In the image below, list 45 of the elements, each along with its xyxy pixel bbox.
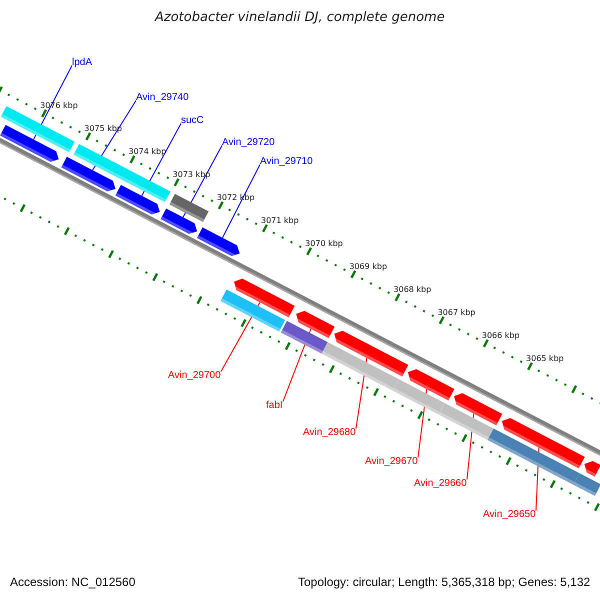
gene-feature (169, 194, 209, 222)
gene-feature (0, 124, 59, 162)
scale-label: 3071 kbp (261, 217, 299, 226)
scale-label: 3065 kbp (526, 354, 564, 364)
gene-feature (74, 144, 170, 202)
gene-feature (280, 320, 328, 354)
scale-label: 3069 kbp (349, 262, 388, 272)
gene-label: Avin_29700 (168, 370, 221, 380)
gene-feature (234, 278, 295, 318)
scale-label: 3067 kbp (438, 308, 476, 318)
gene-label: fabI (266, 400, 283, 410)
scale-label: 3070 kbp (305, 240, 343, 249)
gene-label: sucC (181, 114, 204, 126)
gene-label: Avin_29660 (414, 478, 467, 488)
gene-feature (296, 310, 335, 338)
gene-label: lpdA (72, 56, 92, 68)
gene-feature (488, 428, 580, 485)
gene-feature (160, 208, 198, 234)
gene-feature (334, 330, 408, 376)
gene-feature (392, 379, 445, 415)
leader-line (222, 164, 260, 238)
gene-feature (584, 460, 600, 477)
leader-line (92, 100, 136, 171)
gene-feature (502, 418, 585, 468)
gene-feature (574, 473, 600, 496)
footer-text: Accession: NC_012560 (10, 576, 136, 589)
gene-label: Avin_29710 (260, 156, 313, 166)
gene-label: Avin_29720 (222, 136, 275, 148)
gene-feature (454, 393, 502, 426)
scale-label: 3074 kbp (128, 148, 166, 157)
gene-label: Avin_29670 (365, 456, 418, 466)
gene-feature (220, 290, 286, 332)
scale-label: 3066 kbp (482, 332, 520, 341)
gene-feature (115, 184, 160, 214)
scale-label: 3068 kbp (394, 286, 432, 295)
gene-feature (408, 369, 454, 400)
gene-feature (322, 342, 399, 391)
gene-label: Avin_29740 (136, 92, 189, 102)
gene-feature (438, 403, 494, 440)
gene-feature (61, 156, 116, 192)
title: Azotobacter vinelandii DJ, complete genome (155, 11, 445, 26)
gene-feature (197, 227, 240, 256)
footer-text: Topology: circular; Length: 5,365,318 bp; Genes: 5,132 (298, 576, 590, 589)
gene-label: Avin_29650 (483, 508, 536, 520)
gene-label: Avin_29680 (303, 426, 356, 438)
